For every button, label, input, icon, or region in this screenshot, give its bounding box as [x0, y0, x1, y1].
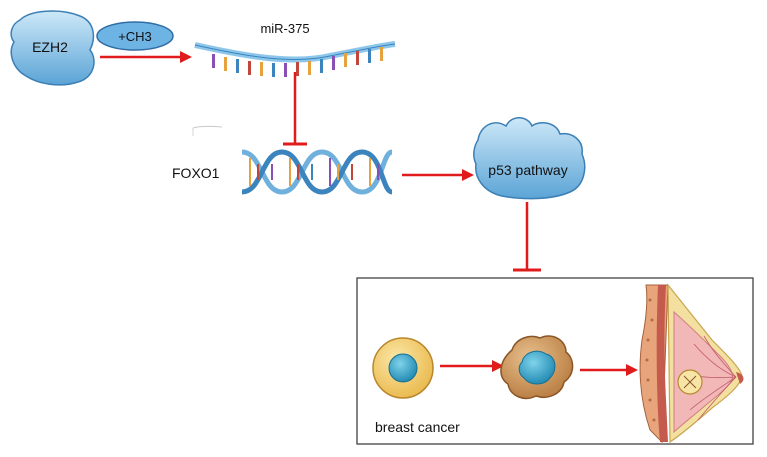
ducts: [685, 335, 737, 421]
inhibit-mirna-to-foxo1: [283, 72, 307, 146]
base-pairs: [249, 158, 379, 186]
ezh2-label: EZH2: [32, 39, 68, 55]
dna-helix: [241, 149, 394, 195]
ezh2-protein: EZH2: [10, 10, 95, 86]
breast-cancer-label: breast cancer: [375, 419, 460, 435]
normal-cell: [372, 337, 434, 399]
foxo1-label: FOXO1: [172, 165, 220, 181]
arrow-cell-to-tumor-cell: [440, 360, 504, 372]
p53-protein: p53 pathway: [473, 117, 586, 200]
breast-illustration: [639, 283, 744, 444]
inhibit-p53-to-cancer: [513, 202, 541, 272]
methyl-group: +CH3: [96, 21, 174, 51]
skin-dots: [645, 298, 656, 422]
tumor-cell: [500, 335, 574, 400]
nucleotide-ticks: [212, 47, 383, 77]
arrow-foxo1-to-p53: [402, 169, 474, 181]
methyl-label: +CH3: [118, 29, 152, 44]
mirna-strand: miR-375: [194, 21, 396, 77]
faint-mark: [192, 125, 223, 129]
arrow-tumor-cell-to-breast: [580, 364, 638, 376]
p53-label: p53 pathway: [488, 162, 567, 178]
breast-cancer-panel: breast cancer: [356, 277, 754, 445]
mirna-label: miR-375: [260, 21, 309, 36]
arrow-ezh2-to-mirna: [100, 51, 192, 63]
